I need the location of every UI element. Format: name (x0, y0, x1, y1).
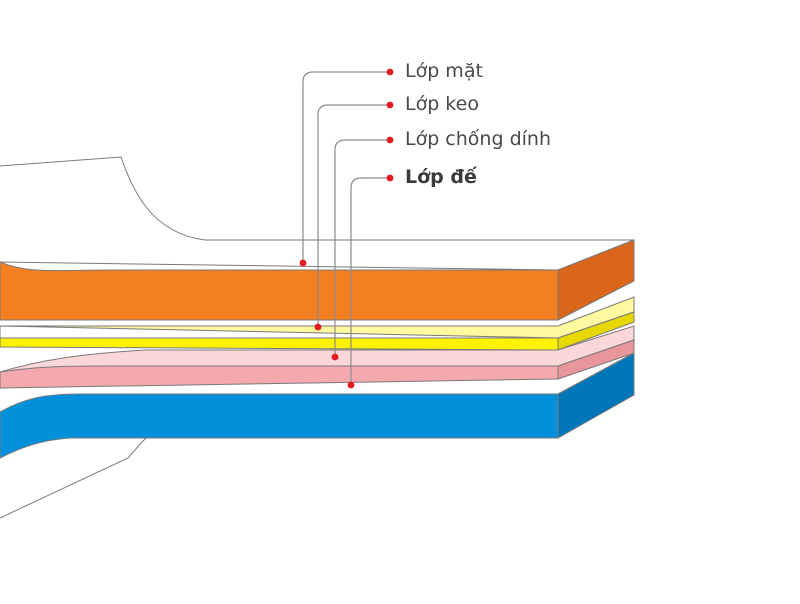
leader-dot-base-anchor (347, 381, 355, 389)
leader-dot-surface-anchor (299, 259, 307, 267)
adhesive-layer-front (0, 326, 559, 351)
adhesive-layer-top (0, 296, 635, 339)
leader-line-surface (302, 71, 390, 263)
label-release-layer: Lớp chống dính (405, 128, 551, 150)
release-layer-top (0, 325, 635, 373)
leader-dot-release-end (386, 136, 394, 144)
leader-dot-surface-end (386, 68, 394, 76)
leader-dot-release-anchor (331, 353, 339, 361)
base-layer-top-edge (80, 352, 635, 395)
leader-dot-adhesive-end (386, 101, 394, 109)
base-layer-front (0, 393, 559, 459)
surface-layer-front (0, 261, 559, 321)
leader-dot-adhesive-anchor (314, 323, 322, 331)
leader-line-release (334, 139, 390, 357)
peeled-top-sheet-outline (0, 156, 635, 271)
leader-line-adhesive (317, 104, 390, 327)
label-base-layer: Lớp đế (405, 166, 477, 188)
release-layer-front (0, 365, 559, 389)
peeled-bottom-liner-outline (0, 437, 147, 519)
leader-line-base (350, 177, 390, 385)
label-surface-layer: Lớp mặt (405, 60, 483, 82)
label-adhesive-layer: Lớp keo (405, 93, 479, 115)
leader-dot-base-end (386, 174, 394, 182)
